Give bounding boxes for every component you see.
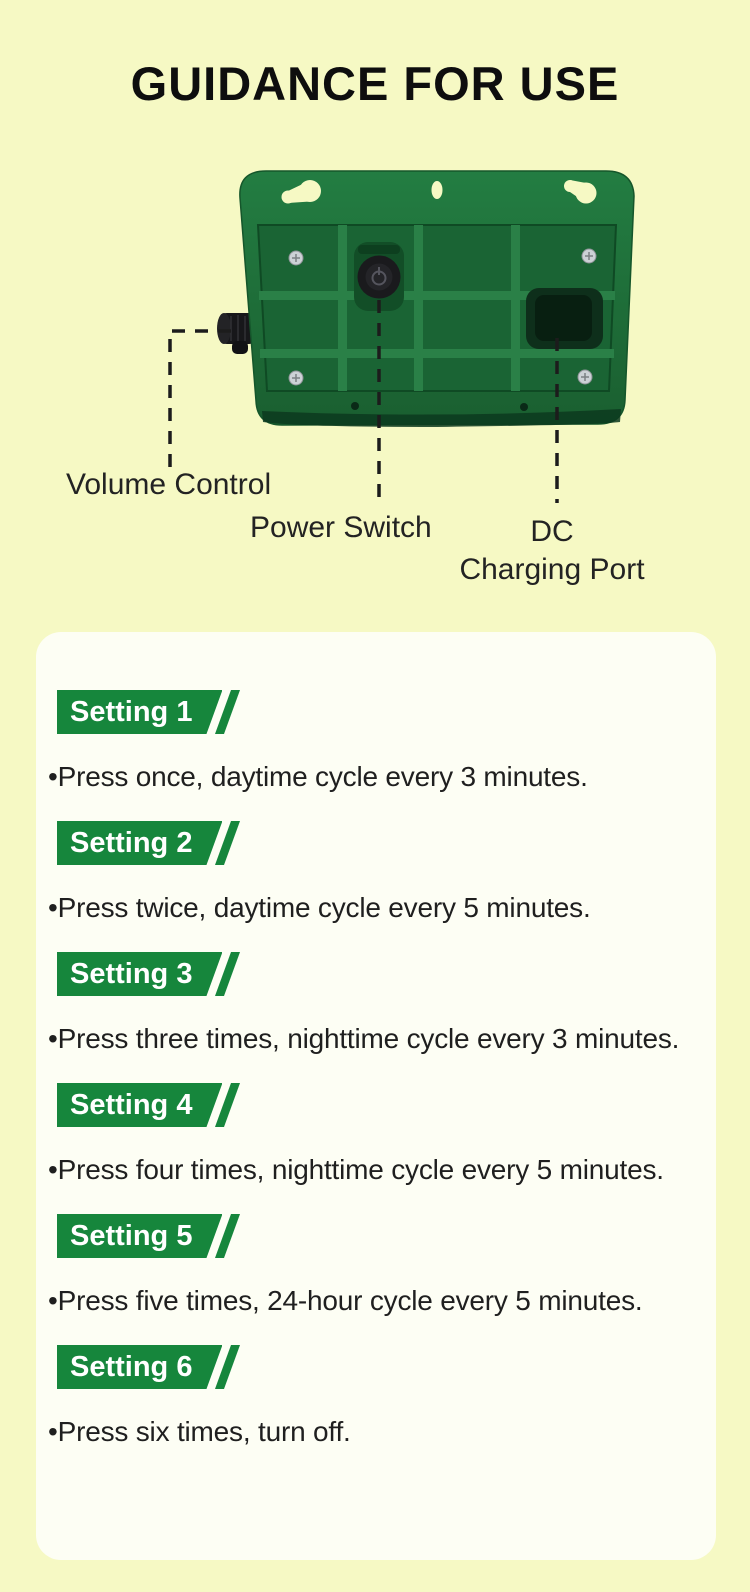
bottom-hole-right xyxy=(520,403,528,411)
setting-5-badge: Setting 5 xyxy=(57,1214,222,1258)
power-switch-label: Power Switch xyxy=(250,511,432,544)
setting-block-3: Setting 3 •Press three times, nighttime … xyxy=(48,952,716,1056)
setting-5-badge-row: Setting 5 xyxy=(57,1214,716,1258)
setting-3-text: •Press three times, nighttime cycle ever… xyxy=(48,1023,680,1054)
setting-block-2: Setting 2 •Press twice, daytime cycle ev… xyxy=(48,821,716,925)
setting-6-badge-row: Setting 6 xyxy=(57,1345,716,1389)
setting-2-badge-row: Setting 2 xyxy=(57,821,716,865)
keyhole-center-icon xyxy=(431,181,443,199)
callout-lines xyxy=(168,300,559,503)
volume-callout-line xyxy=(168,329,231,470)
bottom-hole-left xyxy=(351,402,359,410)
setting-4-badge: Setting 4 xyxy=(57,1083,222,1127)
setting-2-badge: Setting 2 xyxy=(57,821,222,865)
panel-ribs xyxy=(259,225,615,391)
setting-1-badge-row: Setting 1 xyxy=(57,690,716,734)
panel-body xyxy=(239,170,635,427)
volume-control-label: Volume Control xyxy=(66,468,272,501)
setting-block-1: Setting 1 •Press once, daytime cycle eve… xyxy=(48,690,716,794)
setting-2-text: •Press twice, daytime cycle every 5 minu… xyxy=(48,892,591,923)
page-title: GUIDANCE FOR USE xyxy=(130,57,620,110)
setting-6-text: •Press six times, turn off. xyxy=(48,1416,351,1447)
dc-charging-port xyxy=(526,288,603,349)
keyhole-right-icon xyxy=(564,180,597,204)
setting-block-5: Setting 5 •Press five times, 24-hour cyc… xyxy=(48,1214,716,1318)
volume-knob xyxy=(217,313,256,354)
bottom-shadow xyxy=(262,409,621,427)
setting-block-6: Setting 6 •Press six times, turn off. xyxy=(48,1345,716,1449)
dc-charging-port-label: DC Charging Port xyxy=(452,513,652,589)
hero-section: GUIDANCE FOR USE Volume Control Power Sw… xyxy=(0,0,750,633)
setting-4-text: •Press four times, nighttime cycle every… xyxy=(48,1154,664,1185)
setting-block-4: Setting 4 •Press four times, nighttime c… xyxy=(48,1083,716,1187)
setting-1-badge: Setting 1 xyxy=(57,690,222,734)
dc-label-line1: DC xyxy=(530,515,574,548)
setting-1-text: •Press once, daytime cycle every 3 minut… xyxy=(48,761,588,792)
setting-4-badge-row: Setting 4 xyxy=(57,1083,716,1127)
power-switch-button xyxy=(354,242,404,311)
dc-label-line2: Charging Port xyxy=(459,553,645,586)
setting-3-badge: Setting 3 xyxy=(57,952,222,996)
setting-5-text: •Press five times, 24-hour cycle every 5… xyxy=(48,1285,643,1316)
keyhole-left-icon xyxy=(281,180,321,204)
screw-icons xyxy=(288,248,597,386)
device-photo xyxy=(168,170,635,503)
settings-card: Setting 1 •Press once, daytime cycle eve… xyxy=(36,632,716,1560)
setting-3-badge-row: Setting 3 xyxy=(57,952,716,996)
setting-6-badge: Setting 6 xyxy=(57,1345,222,1389)
